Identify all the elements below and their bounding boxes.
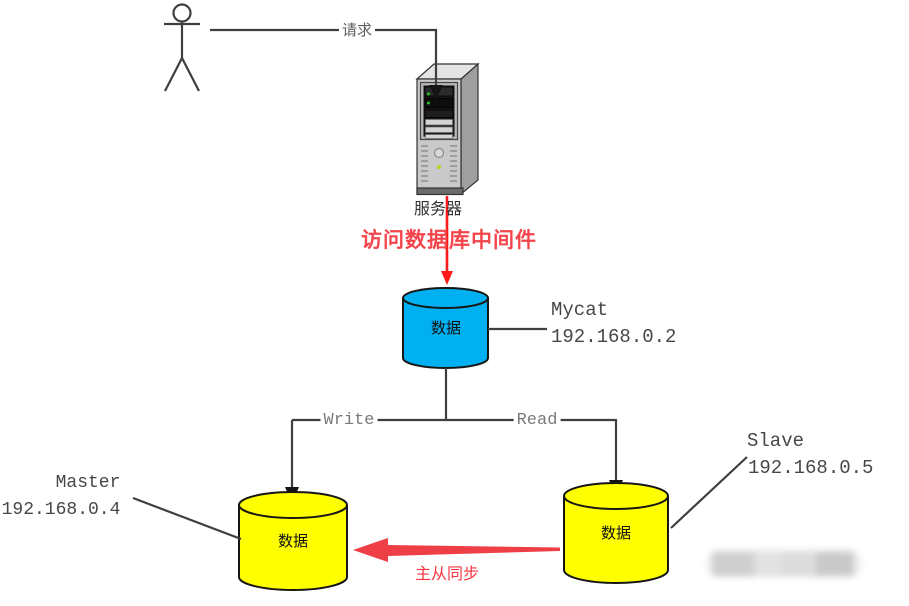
middleware-arrow bbox=[441, 196, 453, 285]
mycat-db-label: 数据 bbox=[430, 319, 462, 337]
read-label: Read bbox=[513, 411, 561, 431]
user-icon bbox=[164, 3, 200, 92]
database-cylinder-slave bbox=[563, 482, 669, 584]
master-name: Master bbox=[55, 473, 121, 493]
request-label: 请求 bbox=[338, 21, 376, 40]
database-cylinder-mycat bbox=[402, 287, 489, 369]
slave-callout-line bbox=[670, 456, 748, 529]
slave-db-label: 数据 bbox=[600, 524, 632, 542]
database-cylinder-master bbox=[238, 491, 348, 591]
arrow-down-red-icon bbox=[441, 271, 453, 285]
server-icon bbox=[415, 62, 480, 196]
master-db-label: 数据 bbox=[277, 532, 309, 550]
arrow-down-icon bbox=[429, 85, 443, 100]
server-label: 服务器 bbox=[413, 199, 463, 218]
sync-arrow-icon bbox=[353, 538, 560, 562]
slave-name: Slave bbox=[747, 430, 805, 452]
slave-ip: 192.168.0.5 bbox=[748, 457, 874, 479]
mycat-name: Mycat bbox=[551, 299, 609, 321]
master-callout-line bbox=[132, 496, 242, 541]
watermark-blur bbox=[706, 549, 862, 578]
sync-label: 主从同步 bbox=[414, 564, 480, 583]
mycat-ip: 192.168.0.2 bbox=[551, 326, 677, 348]
write-label: Write bbox=[320, 411, 378, 431]
request-connector bbox=[210, 28, 443, 100]
middleware-note: 访问数据库中间件 bbox=[361, 228, 537, 252]
master-ip: 192.168.0.4 bbox=[1, 500, 121, 520]
